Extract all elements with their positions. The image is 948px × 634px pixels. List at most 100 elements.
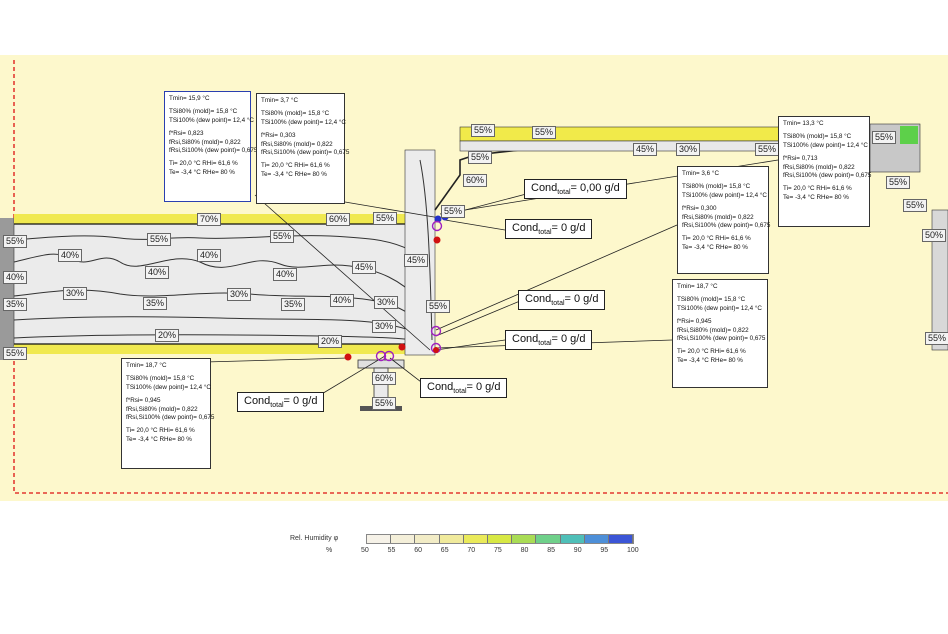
rh-label: 55% xyxy=(426,300,451,313)
rh-label: 55% xyxy=(471,124,496,137)
rh-label: 40% xyxy=(58,249,83,262)
legend-tick-label: 60 xyxy=(414,547,422,554)
rh-label: 50% xyxy=(922,229,947,242)
rh-label: 55% xyxy=(147,233,172,246)
slab-top-layer xyxy=(14,214,434,224)
ti: Ti= 20,0 °C RHi= 61,6 % xyxy=(261,162,330,170)
slab-bottom-layer xyxy=(14,344,434,354)
left-edge xyxy=(0,218,14,360)
legend-swatch xyxy=(367,535,392,543)
frsi80: fRsi,Si80% (mold)= 0,822 xyxy=(783,163,855,171)
isoline-e xyxy=(13,334,433,344)
result-box-4: Tmin= 13,3 °C TSi80% (mold)= 15,8 °C TSi… xyxy=(778,116,871,227)
tsi80: TSi80% (mold)= 15,8 °C xyxy=(261,110,330,118)
frsi80: fRsi,Si80% (mold)= 0,822 xyxy=(126,405,198,413)
rh-label: 40% xyxy=(3,271,28,284)
frsi80: fRsi,Si80% (mold)= 0,822 xyxy=(261,140,333,148)
rh-label: 60% xyxy=(326,213,351,226)
rh-label: 30% xyxy=(676,143,701,156)
cond-sub: total xyxy=(557,189,571,197)
marker-red xyxy=(433,347,439,353)
rh-label: 20% xyxy=(318,335,343,348)
ti: Ti= 20,0 °C RHi= 61,6 % xyxy=(169,160,238,168)
roof-cap-green xyxy=(900,126,918,144)
legend-tick-label: 75 xyxy=(494,547,502,554)
result-box-2: Tmin= 3,7 °C TSi80% (mold)= 15,8 °C TSi1… xyxy=(256,93,350,204)
te: Te= -3,4 °C RHe= 80 % xyxy=(261,170,327,178)
legend-title: Rel. Humidity φ xyxy=(290,535,339,542)
rh-label: 55% xyxy=(886,176,911,189)
frsi: f*Rsi= 0,945 xyxy=(126,397,161,405)
condensation-label: Condtotal= 0,00 g/d xyxy=(524,179,627,200)
te: Te= -3,4 °C RHe= 80 % xyxy=(783,193,849,201)
cond-label: Cond xyxy=(512,222,539,234)
rh-label: 45% xyxy=(352,261,377,274)
legend-swatch xyxy=(608,535,634,543)
cond-label: Cond xyxy=(512,333,539,345)
tsi100: TSi100% (dew point)= 12,4 °C xyxy=(169,116,254,124)
rh-label: 40% xyxy=(197,249,222,262)
leader-5 xyxy=(435,224,678,331)
legend-tick-label: 95 xyxy=(600,547,609,554)
rh-label: 35% xyxy=(143,297,168,310)
legend-colorbar xyxy=(366,534,634,544)
ti: Ti= 20,0 °C RHi= 61,6 % xyxy=(783,185,852,193)
condensation-label: Condtotal= 0 g/d xyxy=(505,219,593,240)
marker-purple xyxy=(375,350,387,362)
frsi100: fRsi,Si100% (dew point)= 0,675 xyxy=(261,149,350,157)
leader-6 xyxy=(435,300,521,337)
legend-tick-label: 55 xyxy=(387,547,396,554)
condensation-label: Condtotal= 0 g/d xyxy=(237,392,325,413)
te: Te= -3,4 °C RHe= 80 % xyxy=(169,168,235,176)
frsi80: fRsi,Si80% (mold)= 0,822 xyxy=(682,213,754,221)
cond-value: = 0,00 g/d xyxy=(570,182,620,194)
rh-label: 55% xyxy=(3,235,28,248)
frsi: f*Rsi= 0,945 xyxy=(677,318,712,326)
cond-sub: total xyxy=(270,402,284,410)
rh-label: 40% xyxy=(330,294,355,307)
ti: Ti= 20,0 °C RHi= 61,6 % xyxy=(126,427,195,435)
rh-label: 20% xyxy=(155,329,180,342)
marker-red xyxy=(344,353,352,361)
tmin: Tmin= 18,7 °C xyxy=(126,362,167,369)
leader-8 xyxy=(435,339,506,351)
rh-label: 55% xyxy=(468,151,493,164)
leader-11 xyxy=(319,355,386,396)
isoline-a xyxy=(13,235,411,251)
wall-body xyxy=(404,149,436,356)
rh-label: 55% xyxy=(532,126,557,139)
rh-label: 60% xyxy=(372,372,397,385)
slab-body xyxy=(13,217,435,347)
tmin: Tmin= 13,3 °C xyxy=(783,120,824,127)
te: Te= -3,4 °C RHe= 80 % xyxy=(677,356,743,364)
legend-swatch xyxy=(463,535,488,543)
cond-value: = 0 g/d xyxy=(551,222,586,234)
cond-sub: total xyxy=(538,229,552,237)
te: Te= -3,4 °C RHe= 80 % xyxy=(126,435,192,443)
tsi100: TSi100% (dew point)= 12,4 °C xyxy=(261,118,346,126)
tsi100: TSi100% (dew point)= 12,4 °C xyxy=(682,191,767,199)
leader-10 xyxy=(204,357,349,363)
rh-label: 55% xyxy=(3,347,28,360)
tmin: Tmin= 18,7 °C xyxy=(677,283,718,290)
rh-label: 30% xyxy=(372,320,397,333)
legend-swatch xyxy=(560,535,585,543)
result-box-3: Tmin= 3,6 °C TSi80% (mold)= 15,8 °C TSi1… xyxy=(677,166,770,274)
rh-label: 45% xyxy=(633,143,658,156)
marker-purple xyxy=(383,350,395,362)
tsi80: TSi80% (mold)= 15,8 °C xyxy=(169,108,238,116)
rh-label: 60% xyxy=(463,174,488,187)
legend-swatch xyxy=(487,535,513,543)
cond-sub: total xyxy=(551,300,565,308)
rh-label: 55% xyxy=(903,199,928,212)
marker-red xyxy=(398,343,406,351)
rh-label: 35% xyxy=(3,298,28,311)
condensation-label: Condtotal= 0 g/d xyxy=(505,330,593,351)
marker-purple xyxy=(431,220,443,232)
tmin: Tmin= 3,7 °C xyxy=(261,97,298,104)
tsi80: TSi80% (mold)= 15,8 °C xyxy=(783,133,852,141)
rh-label: 55% xyxy=(872,131,897,144)
leader-4 xyxy=(444,219,506,231)
frsi: f*Rsi= 0,823 xyxy=(169,130,204,138)
